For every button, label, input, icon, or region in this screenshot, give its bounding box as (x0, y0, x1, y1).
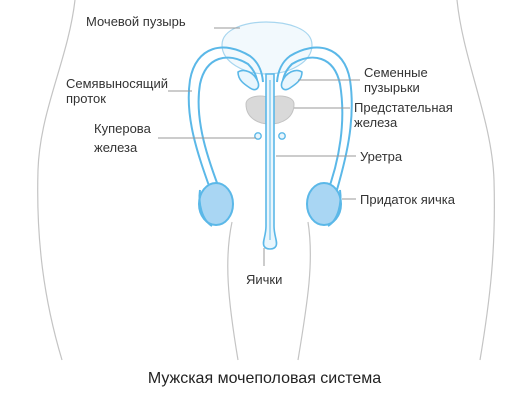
seminal-vesicle-right (280, 69, 303, 91)
body-outline-left (37, 0, 76, 361)
epididymis-right (327, 189, 342, 227)
inner-thigh-left (227, 221, 239, 361)
epididymis-left (198, 189, 213, 227)
label-vas-deferens-1: Семявыносящий (66, 76, 169, 91)
bladder (221, 21, 313, 75)
body-outline (37, 0, 495, 361)
vas-deferens (187, 46, 353, 201)
testes (198, 182, 342, 227)
label-seminal-1: Семенные (364, 65, 428, 80)
label-prostate-1: Предстательная (354, 100, 453, 115)
label-prostate-2: железа (354, 115, 398, 130)
vas-deferens-right-outer (276, 46, 353, 201)
cowper-gland-right (278, 132, 286, 140)
label-urethra: Уретра (360, 149, 403, 164)
diagram-caption: Мужская мочеполовая система (147, 370, 382, 387)
leader-lines (158, 27, 360, 266)
inner-thigh-right (297, 221, 311, 361)
cowper-gland-left (254, 132, 262, 140)
label-vas-deferens-2: проток (66, 91, 106, 106)
seminal-vesicles (237, 69, 303, 91)
vas-deferens-left-inner (197, 56, 259, 197)
seminal-vesicle-left (237, 69, 260, 91)
label-testes: Яички (246, 272, 283, 287)
label-cowper-1: Куперова (94, 121, 151, 136)
label-bladder: Мочевой пузырь (86, 14, 186, 29)
cowper-glands (254, 132, 286, 140)
vas-deferens-left-outer (187, 46, 264, 201)
label-cowper-2: железа (94, 140, 138, 155)
label-seminal-2: пузырьки (364, 80, 420, 95)
body-outline-right (456, 0, 495, 361)
vas-deferens-right-inner (281, 56, 344, 197)
label-epididymis: Придаток яичка (360, 192, 455, 207)
